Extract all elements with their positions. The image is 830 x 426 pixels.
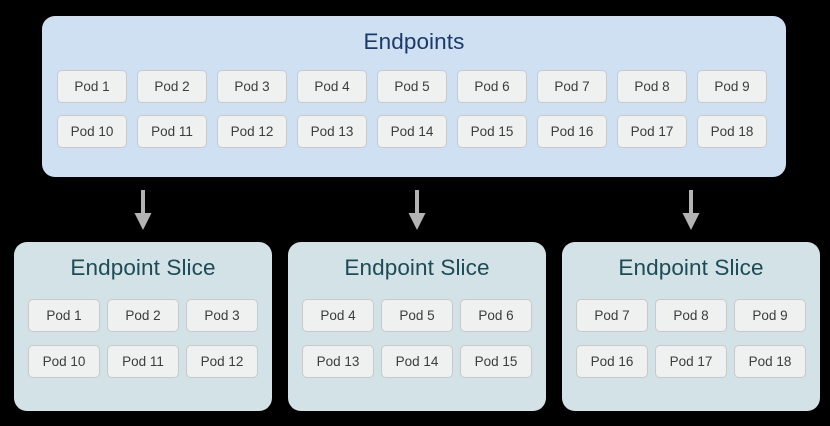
endpoint-slice-1-pod: Pod 3 <box>186 299 258 332</box>
endpoints-pod: Pod 16 <box>537 115 607 148</box>
endpoint-slice-1-pod: Pod 12 <box>186 345 258 378</box>
endpoints-pod: Pod 4 <box>297 70 367 103</box>
endpoints-pod: Pod 10 <box>57 115 127 148</box>
arrow-down-icon-1 <box>130 190 156 230</box>
endpoint-slice-3-pod: Pod 7 <box>576 299 648 332</box>
endpoint-slice-2-pod: Pod 15 <box>460 345 532 378</box>
endpoints-pod: Pod 13 <box>297 115 367 148</box>
endpoint-slice-3-pod: Pod 8 <box>655 299 727 332</box>
endpoints-row: Pod 1 Pod 2 Pod 3 Pod 4 Pod 5 Pod 6 Pod 7 Pod 8… <box>57 70 771 103</box>
endpoints-pod: Pod 18 <box>697 115 767 148</box>
endpoints-row: Pod 10 Pod 11 Pod 12 Pod 13 Pod 14 Pod 15 Pod … <box>57 115 771 148</box>
endpoints-pod-grid: Pod 1 Pod 2 Pod 3 Pod 4 Pod 5 Pod 6 Pod 7 Pod 8… <box>57 70 771 148</box>
endpoints-pod: Pod 8 <box>617 70 687 103</box>
endpoints-pod: Pod 6 <box>457 70 527 103</box>
endpoints-container: Endpoints Pod 1 Pod 2 Pod 3 Pod 4 Pod 5 Pod 6… <box>42 16 786 177</box>
endpoint-slice-3-pod: Pod 18 <box>734 345 806 378</box>
endpoints-pod: Pod 11 <box>137 115 207 148</box>
endpoints-pod: Pod 3 <box>217 70 287 103</box>
endpoints-pod: Pod 17 <box>617 115 687 148</box>
endpoint-slice-title-3: Endpoint Slice <box>618 255 764 280</box>
endpoints-pod: Pod 15 <box>457 115 527 148</box>
endpoints-pod: Pod 7 <box>537 70 607 103</box>
endpoint-slice-2-pod: Pod 14 <box>381 345 453 378</box>
endpoints-pod: Pod 12 <box>217 115 287 148</box>
endpoint-slice-2-pod: Pod 13 <box>302 345 374 378</box>
endpoint-slice-1-pod: Pod 2 <box>107 299 179 332</box>
endpoints-pod: Pod 9 <box>697 70 767 103</box>
endpoint-slice-1-pod: Pod 11 <box>107 345 179 378</box>
endpoint-slice-3-pod: Pod 17 <box>655 345 727 378</box>
endpoints-pod: Pod 2 <box>137 70 207 103</box>
arrow-down-icon-2 <box>404 190 430 230</box>
endpoint-slice-3-pod: Pod 16 <box>576 345 648 378</box>
endpoints-pod: Pod 5 <box>377 70 447 103</box>
endpoint-slice-title-2: Endpoint Slice <box>344 255 490 280</box>
endpoint-slice-1-pod: Pod 10 <box>28 345 100 378</box>
endpoint-slice-title-1: Endpoint Slice <box>70 255 216 280</box>
endpoint-slice-1-pod: Pod 1 <box>28 299 100 332</box>
endpoints-title: Endpoints <box>363 29 465 54</box>
endpoints-pod: Pod 1 <box>57 70 127 103</box>
endpoints-pod: Pod 14 <box>377 115 447 148</box>
endpoint-slice-3-pod: Pod 9 <box>734 299 806 332</box>
endpoint-slice-2-pod: Pod 6 <box>460 299 532 332</box>
arrow-down-icon-3 <box>678 190 704 230</box>
endpoint-slice-2-pod: Pod 5 <box>381 299 453 332</box>
endpoint-slice-2-pod: Pod 4 <box>302 299 374 332</box>
